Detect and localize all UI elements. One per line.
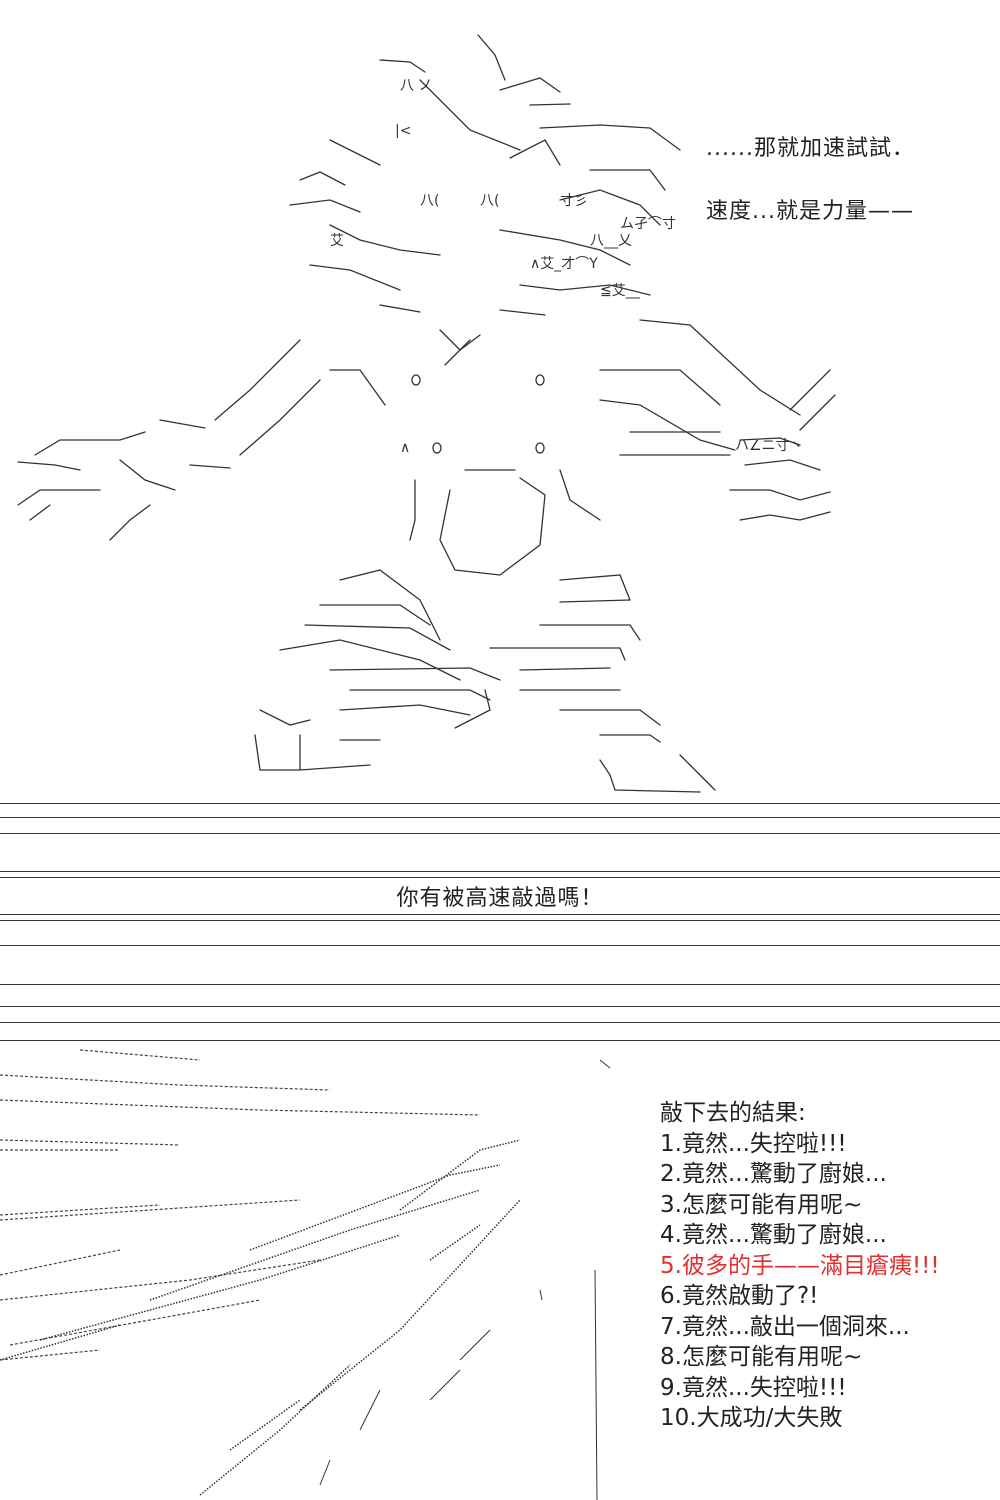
svg-text:∧: ∧ (400, 440, 410, 456)
svg-text:八 ノ: 八 ノ (400, 78, 432, 94)
list-item: 7.竟然...敲出一個洞來... (660, 1313, 910, 1340)
list-item: 8.怎麼可能有用呢~ (660, 1344, 863, 1370)
svg-text:ム孑⌒寸: ム孑⌒寸 (620, 216, 676, 232)
list-item: 4.竟然...驚動了廚娘... (660, 1222, 887, 1248)
ascii-art-figure: 八 ノ |< 八( 八( 艾 八__乂 寸彡 ム孑⌒寸 ∧艾_才⌒Y ≦艾__ … (17, 34, 836, 793)
svg-text:≦艾__: ≦艾__ (600, 283, 641, 299)
list-item-highlighted: 5.彼多的手——滿目瘡痍!!! (660, 1252, 940, 1279)
svg-text:∧艾_才⌒Y: ∧艾_才⌒Y (530, 256, 598, 272)
svg-text:ハ∠ニ寸丶: ハ∠ニ寸丶 (735, 438, 804, 454)
svg-text:寸彡: 寸彡 (560, 193, 588, 209)
results-title: 敲下去的結果: (660, 1100, 806, 1126)
svg-text:八(: 八( (480, 193, 499, 209)
list-item: 3.怎麼可能有用呢~ (660, 1191, 863, 1218)
list-item: 1.竟然...失控啦!!! (660, 1130, 847, 1157)
list-item: 6.竟然啟動了?! (660, 1283, 819, 1309)
dialog-line-2: 速度...就是力量—— (706, 199, 914, 224)
results-list: 敲下去的結果: 1.竟然...失控啦!!! 2.竟然...驚動了廚娘... 3.… (660, 1098, 940, 1434)
svg-text:艾: 艾 (330, 233, 344, 249)
banner-caption: 你有被高速敲過嗎！ (396, 886, 604, 911)
list-item: 2.竟然...驚動了廚娘... (660, 1161, 887, 1187)
list-item: 9.竟然...失控啦!!! (660, 1374, 847, 1401)
svg-text:八__乂: 八__乂 (590, 233, 632, 249)
svg-text:|<: |< (395, 123, 411, 139)
list-item: 10.大成功/大失敗 (660, 1405, 843, 1431)
svg-text:八(: 八( (420, 193, 439, 209)
dialog-line-1: ......那就加速試試． (706, 136, 915, 161)
